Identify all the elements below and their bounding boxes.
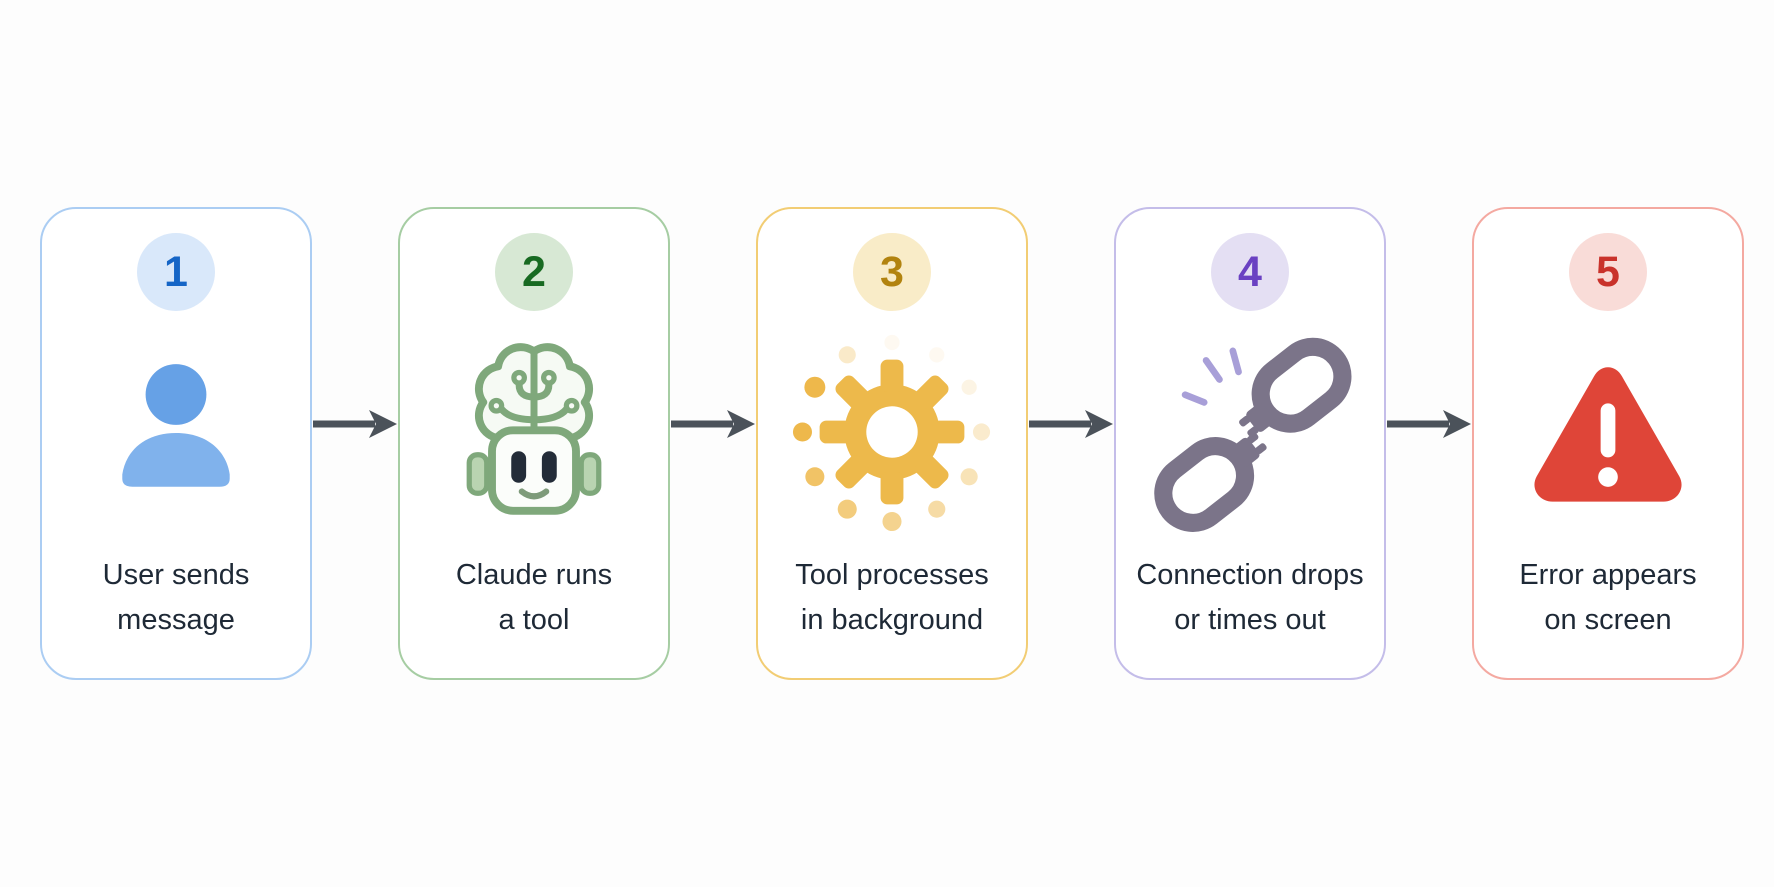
broken-chain-icon xyxy=(1116,311,1384,553)
flow-row: 1 User sends message 2 xyxy=(40,207,1744,680)
step-label: Claude runs a tool xyxy=(455,559,613,636)
step-card-error-appears: 5 Error appears on screen xyxy=(1472,207,1744,680)
warning-triangle-icon xyxy=(1474,311,1742,553)
step-number-badge: 5 xyxy=(1569,233,1647,311)
step-label: Connection drops or times out xyxy=(1136,559,1364,636)
step-label: Error appears on screen xyxy=(1519,559,1697,636)
flow-arrow-1 xyxy=(312,207,398,680)
flow-arrow-4 xyxy=(1386,207,1472,680)
step-number-badge: 4 xyxy=(1211,233,1289,311)
flow-arrow-2 xyxy=(670,207,756,680)
step-number-badge: 1 xyxy=(137,233,215,311)
step-card-tool-processes: 3 xyxy=(756,207,1028,680)
step-number-badge: 3 xyxy=(853,233,931,311)
step-label: User sends message xyxy=(102,559,250,636)
step-number-badge: 2 xyxy=(495,233,573,311)
user-icon xyxy=(42,311,310,553)
robot-brain-icon xyxy=(400,311,668,553)
step-card-user-sends-message: 1 User sends message xyxy=(40,207,312,680)
gear-spinner-icon xyxy=(758,311,1026,553)
flow-arrow-3 xyxy=(1028,207,1114,680)
step-card-claude-runs-tool: 2 xyxy=(398,207,670,680)
step-card-connection-drops: 4 xyxy=(1114,207,1386,680)
step-label: Tool processes in background xyxy=(795,559,989,636)
